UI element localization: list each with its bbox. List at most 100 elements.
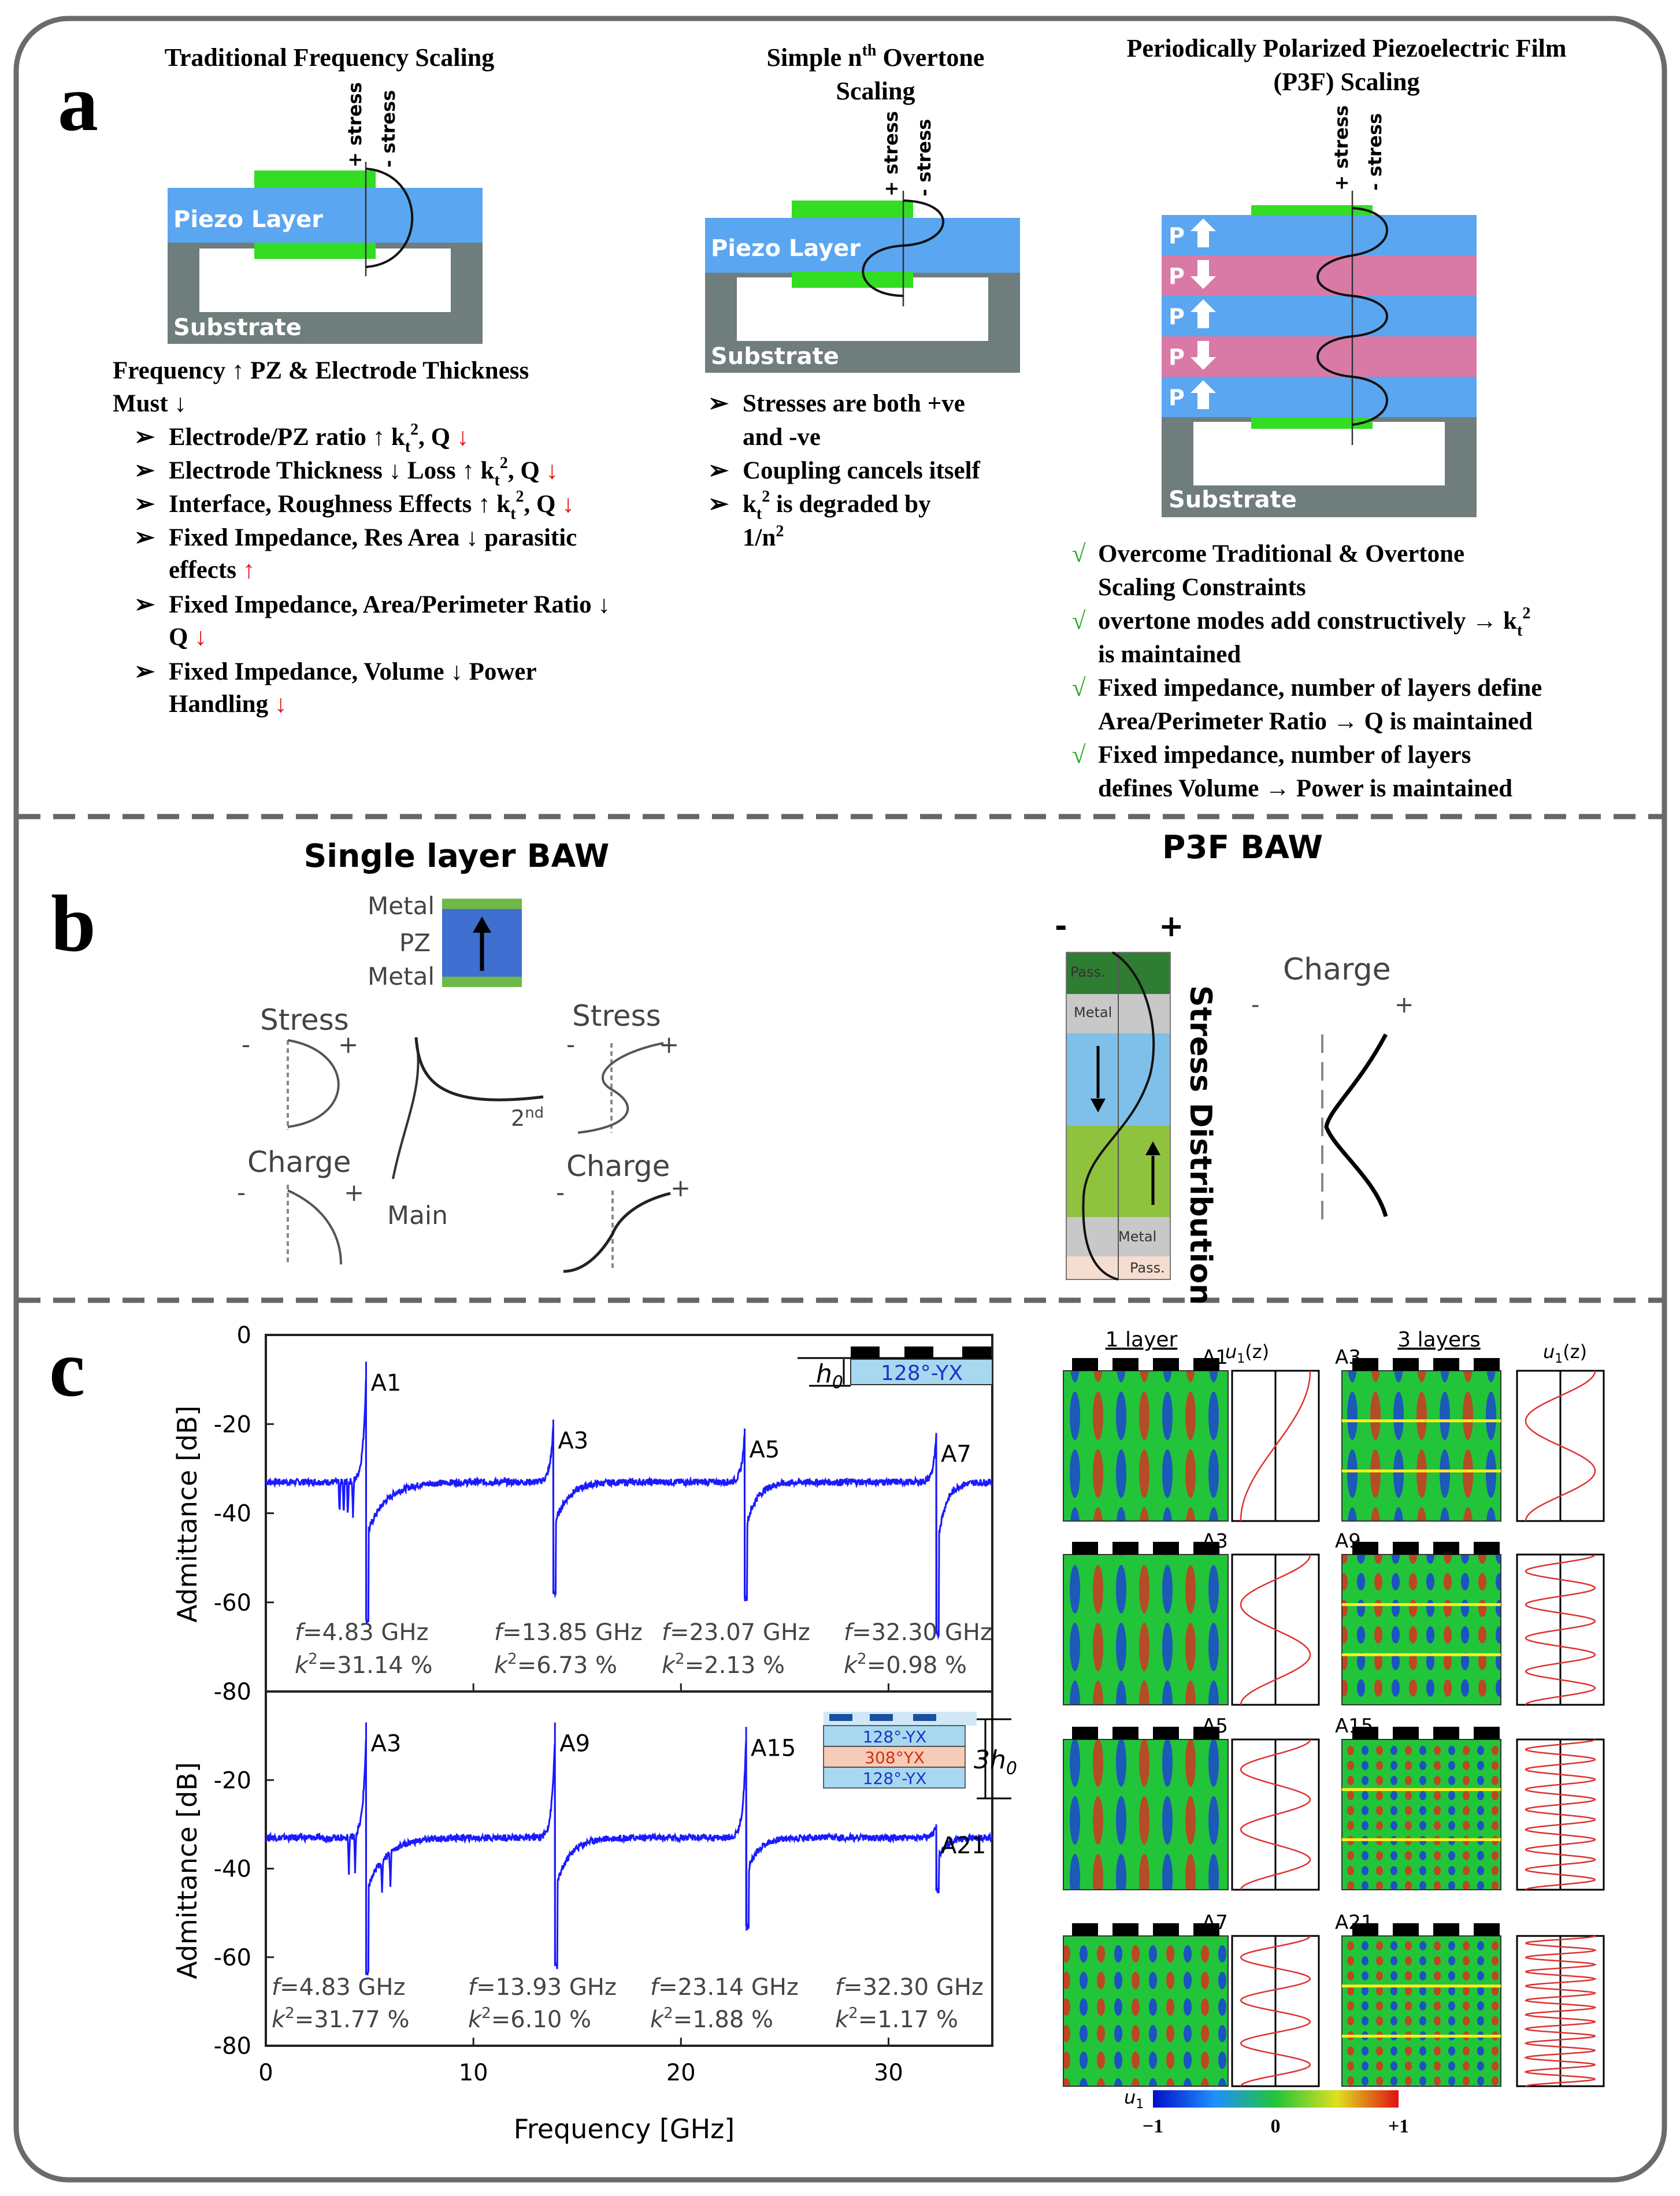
- panel-b-label: b: [51, 879, 96, 969]
- svg-text:Fixed impedance, number of lay: Fixed impedance, number of layers: [1098, 741, 1471, 769]
- bullet-arrow: ➢: [134, 524, 155, 551]
- electrode: [1072, 1923, 1098, 1936]
- xtick-label: 30: [874, 2060, 903, 2086]
- coupling-annotation: k2=6.10 %: [468, 2005, 591, 2033]
- arrow-down-icon: [1191, 260, 1216, 289]
- top-inset: h0 128°-YX: [798, 1346, 993, 1393]
- arrow-up-icon: [1191, 380, 1216, 409]
- svg-text:3h0: 3h0: [974, 1745, 1017, 1779]
- electrode: [1433, 1923, 1459, 1936]
- svg-text:defines Volume → Power is main: defines Volume → Power is maintained: [1098, 775, 1512, 802]
- svg-text:+: +: [344, 1178, 364, 1207]
- substrate-label: Substrate: [173, 314, 302, 341]
- electrode: [1112, 1358, 1138, 1371]
- layer-1: [823, 1725, 966, 1747]
- svg-text:-: -: [556, 1178, 565, 1207]
- stress-curve: [1316, 207, 1388, 426]
- main-label: Main: [387, 1201, 448, 1230]
- single-layer-stack: [442, 899, 522, 987]
- svg-text:u1(z): u1(z): [1543, 1341, 1587, 1366]
- frequency-annotation: f=4.83 GHz: [295, 1619, 428, 1646]
- stress-curve-2nd: [577, 1042, 664, 1134]
- electrode: [1193, 1727, 1219, 1739]
- layer-2: [823, 1746, 966, 1768]
- admittance-main: [392, 1037, 420, 1179]
- u1-curve: [1524, 1739, 1597, 1890]
- stress-curve-main: [287, 1039, 340, 1128]
- xtick-label: 0: [258, 2060, 273, 2086]
- stress-curve: [862, 199, 944, 297]
- field-map-3layers: [1341, 1935, 1501, 2087]
- coupling-annotation: k2=1.17 %: [835, 2005, 958, 2033]
- traditional-resonator-diagram: Piezo Layer Substrate + stress - stress: [168, 82, 483, 344]
- panel-c-label: c: [49, 1324, 85, 1414]
- polarization-label: P: [1169, 304, 1185, 329]
- svg-text:1/n2: 1/n2: [743, 522, 784, 551]
- arrow-down-icon: [1191, 341, 1216, 370]
- ytick-label: 0: [237, 1322, 251, 1349]
- coupling-annotation: k2=0.98 %: [844, 1650, 967, 1679]
- mode-label-a3: A3: [370, 1731, 401, 1757]
- svg-text:effects ↑: effects ↑: [169, 557, 255, 584]
- svg-text:Fixed Impedance, Res Area ↓ pa: Fixed Impedance, Res Area ↓ parasitic: [169, 524, 577, 551]
- ytick-label: -40: [214, 1501, 251, 1527]
- col2-bullets: ➢ Stresses are both +ve and -ve ➢ Coupli…: [708, 390, 981, 551]
- electrode: [1072, 1358, 1098, 1371]
- svg-text:+: +: [659, 1030, 679, 1059]
- electrode: [1352, 1727, 1378, 1739]
- layer-label: 128°-YX: [881, 1362, 963, 1385]
- arrow-down-icon: [1091, 1099, 1106, 1112]
- metal-top-label: Metal: [1074, 1004, 1112, 1021]
- svg-text:Scaling Constraints: Scaling Constraints: [1098, 574, 1306, 601]
- label-1-layer: 1 layer: [1106, 1328, 1178, 1352]
- ylabel-top: Admittance [dB]: [172, 1405, 203, 1623]
- panel-b: b Single layer BAW Metal PZ Metal Stress…: [51, 829, 1414, 1305]
- field-map-3layers: [1341, 1554, 1501, 1705]
- check-icon: √: [1072, 607, 1086, 635]
- u1-curve: [1525, 1554, 1596, 1705]
- metal-bottom: [442, 977, 522, 987]
- field-map-3layers: [1341, 1370, 1501, 1522]
- svg-text:Area/Perimeter Ratio → Q is ma: Area/Perimeter Ratio → Q is maintained: [1098, 708, 1533, 735]
- col1-bullet-3: ➢ Interface, Roughness Effects ↑ kt2, Q …: [134, 488, 574, 523]
- svg-text:u1: u1: [1124, 2086, 1144, 2112]
- electrode: [1153, 1923, 1179, 1936]
- bullet-arrow: ➢: [134, 658, 155, 685]
- ytick-label: -20: [214, 1767, 251, 1794]
- mode-label-a1: A1: [370, 1370, 401, 1396]
- ytick-label: -20: [214, 1411, 251, 1438]
- p3f-resonator-diagram: P P P P P Substrate + stress - stress: [1162, 105, 1477, 517]
- mode-label-a5: A5: [750, 1437, 780, 1463]
- svg-text:kt2 is degraded by: kt2 is degraded by: [743, 488, 931, 523]
- coupling-annotation: k2=31.77 %: [272, 2005, 409, 2033]
- frequency-annotation: f=23.14 GHz: [650, 1974, 799, 2001]
- substrate-label: Substrate: [1169, 487, 1297, 513]
- metal-bottom-label: Metal: [1118, 1229, 1156, 1245]
- substrate-cavity: [737, 277, 988, 341]
- svg-text:Overcome Traditional & Overton: Overcome Traditional & Overtone: [1098, 540, 1464, 567]
- u1-curve: [1240, 1739, 1311, 1890]
- layer-up-1: [1162, 215, 1477, 255]
- coupling-annotation: k2=31.14 %: [295, 1650, 432, 1679]
- svg-text:-: -: [1251, 992, 1259, 1018]
- check-icon: √: [1072, 741, 1086, 769]
- mode-label-a21: A21: [941, 1833, 986, 1859]
- xtick-label: 10: [459, 2060, 488, 2086]
- svg-text:+1: +1: [1388, 2116, 1409, 2137]
- substrate-cavity: [199, 248, 451, 312]
- polarization-label: P: [1169, 264, 1185, 289]
- plus-stress-label: + stress: [344, 82, 366, 168]
- piezo-layer: [168, 188, 483, 243]
- field-mode-label: A21: [1335, 1911, 1374, 1934]
- u1-curve: [1240, 1371, 1311, 1521]
- bullet-arrow: ➢: [134, 457, 155, 484]
- top-electrode: [792, 201, 913, 218]
- charge-label: Charge: [1283, 952, 1391, 987]
- polarization-arrows: [1191, 218, 1216, 409]
- electrode: [1474, 1542, 1500, 1555]
- col1-bullet-2: ➢ Electrode Thickness ↓ Loss ↑ kt2, Q ↓: [134, 454, 558, 489]
- minus-stress-label: - stress: [1364, 113, 1386, 191]
- svg-text:+: +: [338, 1030, 358, 1059]
- panel-a-label: a: [58, 58, 98, 148]
- admittance-traces: [265, 1362, 993, 1976]
